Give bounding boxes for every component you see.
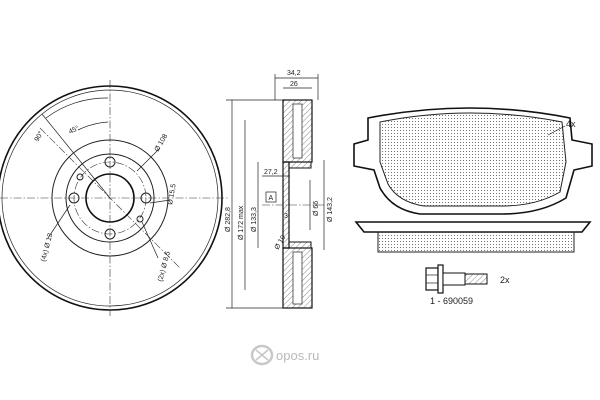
brand-logo-icon <box>250 344 274 366</box>
pad-backing-plate <box>353 107 593 215</box>
bolt-view: 2x 1 - 690059 <box>425 264 510 306</box>
locating-hole-1 <box>76 173 84 181</box>
pad-side-backing <box>354 221 592 233</box>
leader-bolt-circle <box>136 147 161 172</box>
hat-bottom <box>288 241 312 249</box>
bolt-thread <box>464 273 488 285</box>
bolt-quantity-label: 2x <box>500 275 510 285</box>
section-marker-label: A <box>269 195 274 202</box>
bolt-hole-right <box>140 192 152 204</box>
disc-front-view: 90° 45° Ø 108 Ø 15,5 (4x) Ø 13 (2x) Ø 8,… <box>0 80 228 316</box>
hub-dimension-label: (4x) Ø 13 <box>40 232 54 262</box>
pad-quantity-label: 4x <box>566 119 576 129</box>
bolt-hole-left <box>68 192 80 204</box>
disc-thickness-label: 26 <box>290 81 298 88</box>
lower-vent-channel <box>292 251 303 305</box>
leader-pad-qty <box>547 125 566 136</box>
small-hole-label: (2x) Ø 8,5 <box>157 251 172 283</box>
hat-diameter-label: Ø 133,3 <box>251 207 258 232</box>
bolt-head <box>425 267 439 291</box>
brake-pad-view: 4x <box>353 107 593 253</box>
disc-section-view: 34,2 26 Ø 282,8 Ø 172 max Ø 133,3 27,2 A… <box>225 70 334 309</box>
outer-diameter-label: Ø 282,8 <box>225 207 232 232</box>
leader-hole <box>149 199 171 204</box>
pad-side-friction <box>377 231 575 253</box>
hat-top <box>288 161 312 169</box>
inner-diameter-label: Ø 172 max <box>238 205 245 240</box>
offset-label: 3 <box>284 213 288 220</box>
bolt-hole-top <box>104 156 116 168</box>
leader-hub <box>47 204 71 239</box>
hat-height-label: 27,2 <box>264 169 278 176</box>
hole-dimension-label: Ø 15,5 <box>167 183 178 205</box>
bolt-circle-label: Ø 108 <box>154 133 170 153</box>
angle-arc-90 <box>45 97 109 119</box>
bolt-flange <box>437 264 444 294</box>
pad-friction-material <box>379 112 567 207</box>
pitch-diameter-label: Ø 143,2 <box>327 197 334 222</box>
locating-hole-2 <box>136 215 144 223</box>
angle-arc-45 <box>77 121 109 131</box>
brand-name: ороs.ru <box>276 348 319 363</box>
section-marker-box <box>265 191 277 203</box>
watermark: ороs.ru <box>250 344 319 366</box>
bolt-hole-bottom <box>104 228 116 240</box>
center-bore-label: Ø 66 <box>313 201 320 216</box>
leader-small-hole <box>141 221 159 259</box>
angle-ray <box>41 113 111 199</box>
bolt-shank <box>442 272 466 286</box>
angle-small-label: 45° <box>67 124 80 136</box>
bolt-part-number: 1 - 690059 <box>430 296 473 306</box>
upper-vent-channel <box>292 103 303 159</box>
overall-thickness-label: 34,2 <box>287 70 301 77</box>
